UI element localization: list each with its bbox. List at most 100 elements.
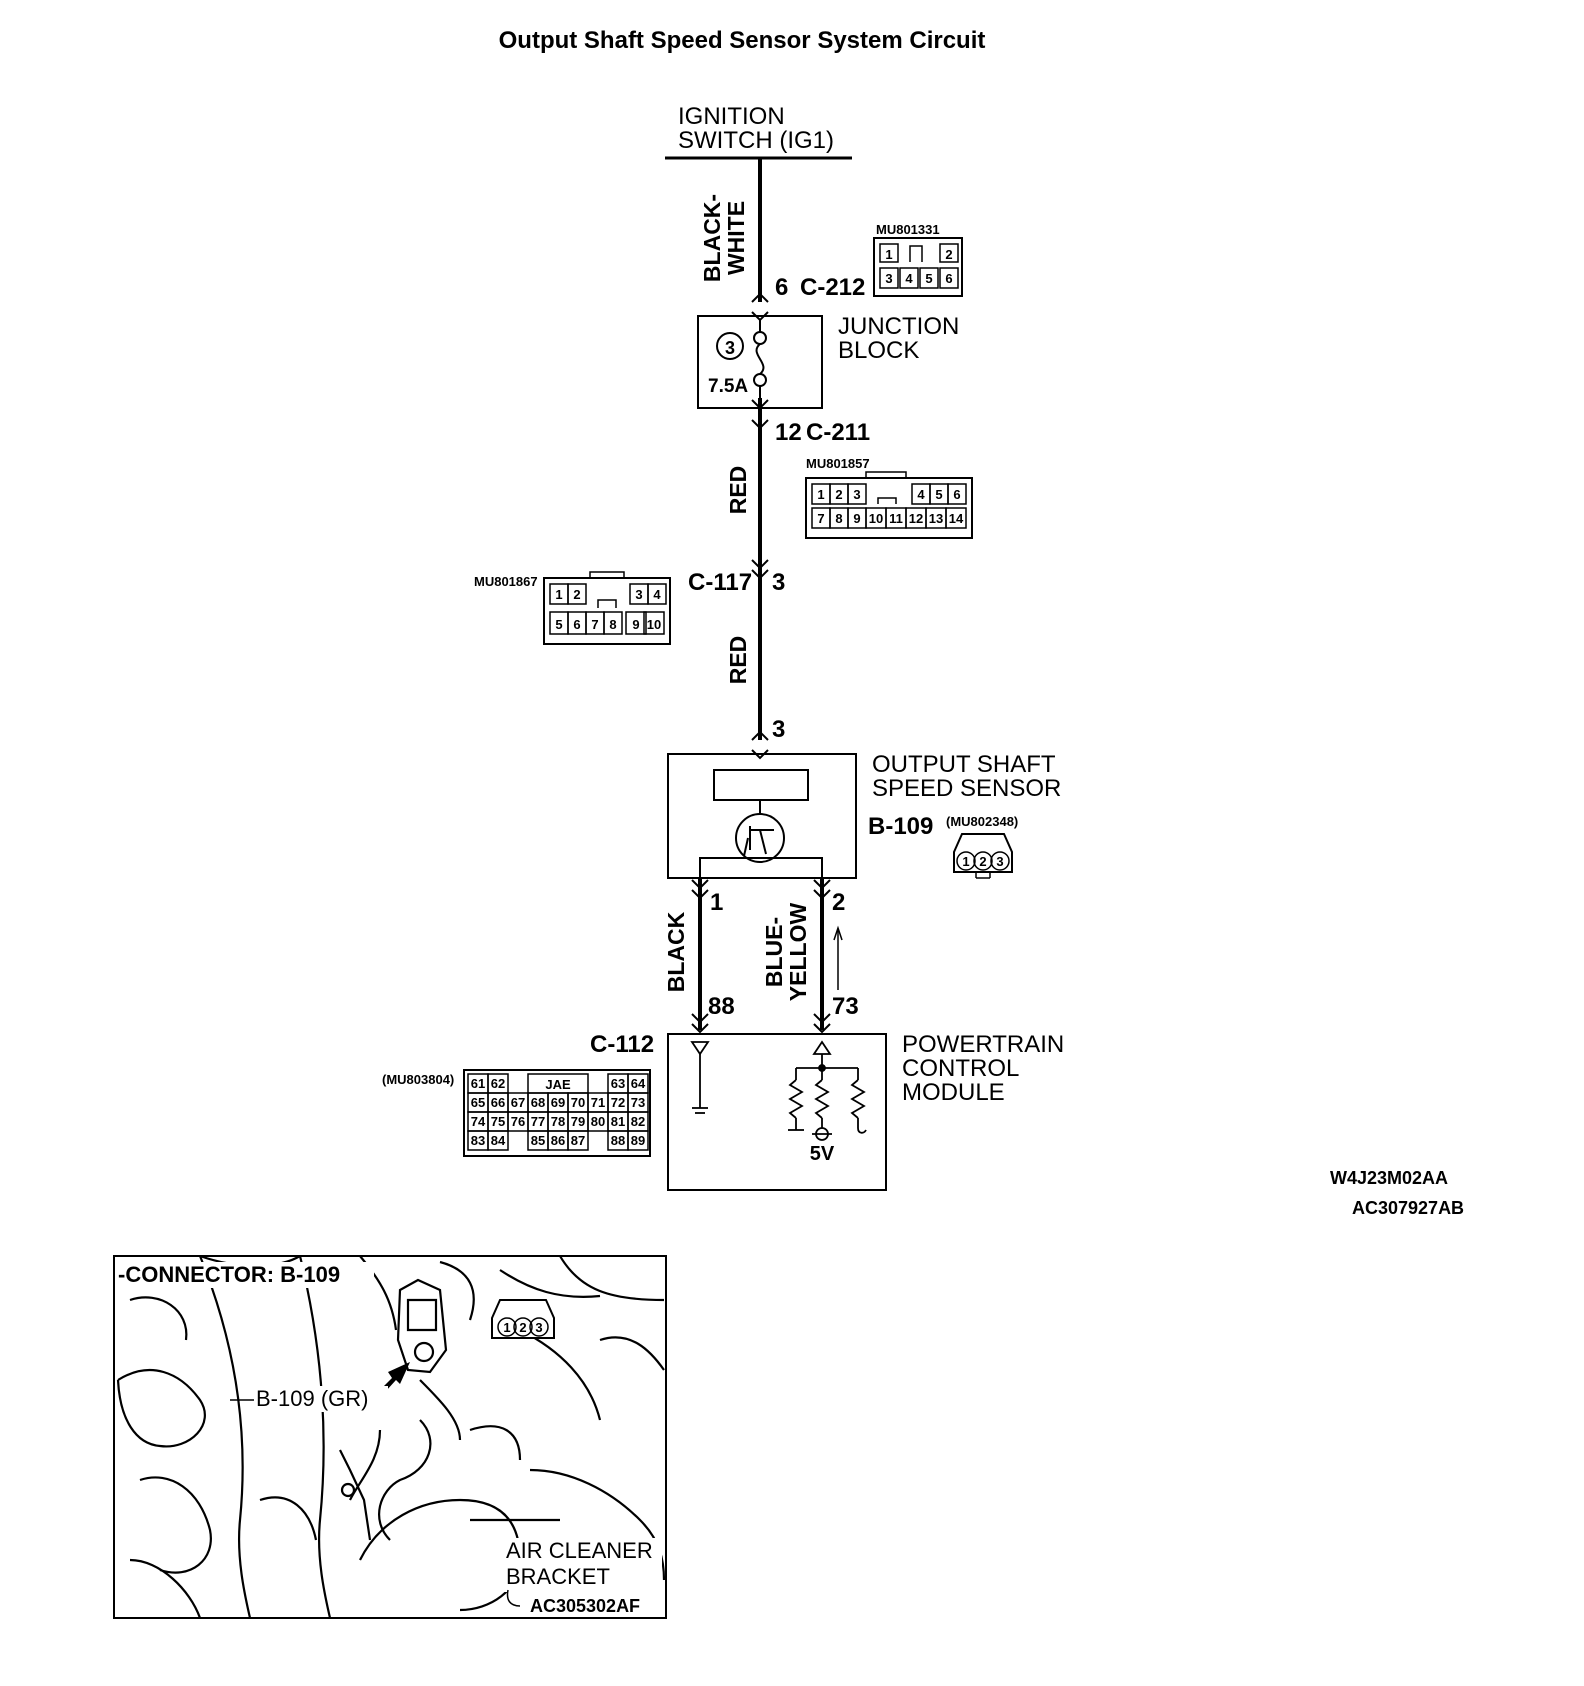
c117-part-number: MU801867 <box>474 574 538 589</box>
c211-cell: 4 <box>917 487 925 502</box>
sensor-element-symbol <box>699 769 823 878</box>
c212-cell: 3 <box>885 271 892 286</box>
c212-pin: 6 <box>775 274 788 301</box>
pcm-5v-label: 5V <box>810 1143 835 1165</box>
c112-cell: 88 <box>611 1133 625 1148</box>
ignition-switch-label-2: SWITCH (IG1) <box>678 127 834 154</box>
c211-cell: 10 <box>869 511 883 526</box>
c112-cell: 89 <box>631 1133 645 1148</box>
c212-cell: 1 <box>885 247 892 262</box>
output-shaft-speed-sensor <box>667 753 857 879</box>
wire-color-blue-yellow-1: BLUE- <box>761 917 787 987</box>
b109-cell: 1 <box>962 854 969 869</box>
c112-cell: 62 <box>491 1076 505 1091</box>
pcm-label-1: POWERTRAIN <box>902 1031 1064 1058</box>
c117-cell: 10 <box>647 617 661 632</box>
junction-block-label-2: BLOCK <box>838 337 919 364</box>
c112-cell: 67 <box>511 1095 525 1110</box>
c112-cell: 63 <box>611 1076 625 1091</box>
c211-cell: 13 <box>929 511 943 526</box>
c112-cell: 85 <box>531 1133 545 1148</box>
pcm-label-2: CONTROL <box>902 1055 1019 1082</box>
c112-maker-label: JAE <box>545 1077 571 1092</box>
wire-color-black-white-1: BLACK- <box>699 194 725 282</box>
c112-cell: 87 <box>571 1133 585 1148</box>
signal-direction-arrow <box>833 925 843 990</box>
diagram-title: Output Shaft Speed Sensor System Circuit <box>499 27 986 54</box>
c117-cell: 2 <box>573 587 580 602</box>
c211-cell: 1 <box>817 487 824 502</box>
lower-wires <box>698 878 824 1030</box>
c112-cell: 69 <box>551 1095 565 1110</box>
sensor-pin-2: 2 <box>832 889 845 916</box>
b109-code: B-109 <box>868 813 933 840</box>
c117-cell: 1 <box>555 587 562 602</box>
c112-cell: 71 <box>591 1095 605 1110</box>
c117-cell: 7 <box>591 617 598 632</box>
wire-color-red-lower: RED <box>725 636 751 685</box>
photo-heading: -CONNECTOR: B-109 <box>118 1262 340 1287</box>
lower-connector-ticks <box>691 879 831 1034</box>
c211-cell: 5 <box>935 487 942 502</box>
fuse-number-badge <box>716 332 744 360</box>
sensor-label-1: OUTPUT SHAFT <box>872 751 1056 778</box>
ignition-switch-label-1: IGNITION <box>678 103 785 130</box>
c112-cell: 75 <box>491 1114 505 1129</box>
c211-cell: 3 <box>853 487 860 502</box>
photo-connector-cell: 2 <box>519 1320 526 1335</box>
sensor-pin-1: 1 <box>710 889 723 916</box>
b109-connector-face: 1 2 3 <box>953 833 1013 879</box>
photo-label-air-cleaner: AIR CLEANER <box>506 1538 653 1563</box>
c211-code: C-211 <box>806 419 870 446</box>
c117-cell: 6 <box>573 617 580 632</box>
c212-cell: 2 <box>945 247 952 262</box>
powertrain-control-module <box>667 1033 887 1191</box>
sensor-pin-3: 3 <box>772 716 785 743</box>
c212-cell: 6 <box>945 271 952 286</box>
wire-color-black-white-2: WHITE <box>723 201 749 275</box>
c112-part-number: (MU803804) <box>382 1072 454 1087</box>
c211-pin: 12 <box>775 419 802 446</box>
c212-cell: 5 <box>925 271 932 286</box>
c212-code: C-212 <box>800 274 865 301</box>
c112-cell: 81 <box>611 1114 625 1129</box>
c211-cell: 9 <box>853 511 860 526</box>
b109-part-number: (MU802348) <box>946 814 1018 829</box>
c112-cell: 76 <box>511 1114 525 1129</box>
c112-cell: 74 <box>471 1114 486 1129</box>
c112-cell: 70 <box>571 1095 585 1110</box>
photo-connector-cell: 3 <box>535 1320 542 1335</box>
c112-cell: 86 <box>551 1133 565 1148</box>
photo-ref-code: AC305302AF <box>530 1596 640 1616</box>
c112-cell: 65 <box>471 1095 485 1110</box>
c211-cell: 2 <box>835 487 842 502</box>
c112-cell: 68 <box>531 1095 545 1110</box>
c112-cell: 82 <box>631 1114 645 1129</box>
photo-label-bracket: BRACKET <box>506 1564 610 1589</box>
c117-cell: 4 <box>653 587 661 602</box>
photo-connector-cell: 1 <box>503 1320 510 1335</box>
wire-color-black: BLACK <box>663 911 689 992</box>
c117-cell: 3 <box>635 587 642 602</box>
c112-cell: 78 <box>551 1114 565 1129</box>
c112-cell: 79 <box>571 1114 585 1129</box>
fuse-number: 3 <box>725 338 735 358</box>
c211-cell: 7 <box>817 511 824 526</box>
connector-location-photo: 1 2 3 -CONNECTOR: B-109 B-109 (GR) AIR C… <box>113 1254 667 1619</box>
fuse-symbol <box>753 320 767 398</box>
photo-callout-b109: B-109 (GR) <box>256 1386 368 1411</box>
c212-connector-face: 1 2 3 4 5 6 <box>873 237 963 297</box>
pcm-label-3: MODULE <box>902 1079 1005 1106</box>
c211-cell: 11 <box>889 511 903 526</box>
sensor-label-2: SPEED SENSOR <box>872 775 1061 802</box>
c117-pin: 3 <box>772 569 785 596</box>
c117-cell: 5 <box>555 617 562 632</box>
c112-cell: 83 <box>471 1133 485 1148</box>
junction-block <box>697 315 823 409</box>
c211-cell: 14 <box>949 511 964 526</box>
c112-cell: 64 <box>631 1076 646 1091</box>
c211-part-number: MU801857 <box>806 456 870 471</box>
wire-color-blue-yellow-2: YELLOW <box>785 903 811 1002</box>
